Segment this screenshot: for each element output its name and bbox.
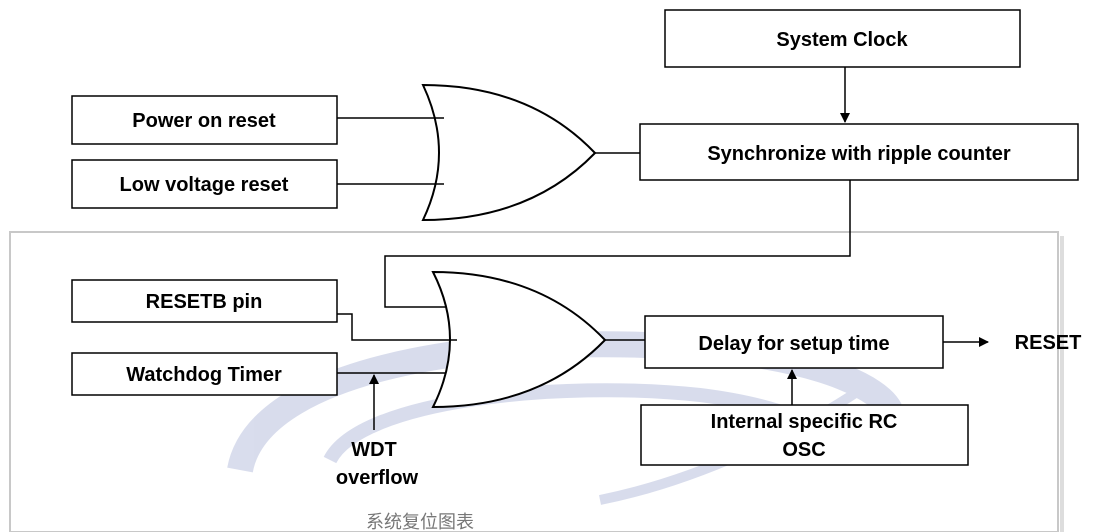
- or-gate-bottom: [431, 270, 607, 409]
- wire-resetb-to-gate2: [337, 313, 457, 341]
- watchdog-timer-label: Watchdog Timer: [126, 364, 282, 386]
- synchronize-box: [639, 123, 1079, 181]
- internal-rc-label-line1: Internal specific RC: [711, 411, 898, 433]
- resetb-pin-box: [71, 279, 338, 323]
- wire-sync-to-gate2: [384, 180, 851, 308]
- low-voltage-reset-label: Low voltage reset: [120, 174, 289, 196]
- power-on-reset-box: [71, 95, 338, 145]
- system-clock-label: System Clock: [776, 29, 908, 51]
- wdt-overflow-label-line1: WDT: [351, 439, 397, 461]
- background-frame: [9, 231, 1059, 532]
- internal-rc-osc-box: [640, 404, 969, 466]
- synchronize-label: Synchronize with ripple counter: [707, 143, 1011, 165]
- delay-setup-label: Delay for setup time: [698, 333, 889, 355]
- system-clock-box: [664, 9, 1021, 68]
- power-on-reset-label: Power on reset: [132, 110, 276, 132]
- low-voltage-reset-box: [71, 159, 338, 209]
- watchdog-timer-box: [71, 352, 338, 396]
- reset-output-label: RESET: [1015, 332, 1082, 354]
- figure-caption: 系统复位图表: [366, 512, 474, 532]
- or-gate-top: [421, 83, 597, 222]
- delay-setup-box: [644, 315, 944, 369]
- wdt-overflow-label-line2: overflow: [336, 467, 419, 489]
- resetb-pin-label: RESETB pin: [146, 291, 263, 313]
- internal-rc-label-line2: OSC: [782, 439, 825, 461]
